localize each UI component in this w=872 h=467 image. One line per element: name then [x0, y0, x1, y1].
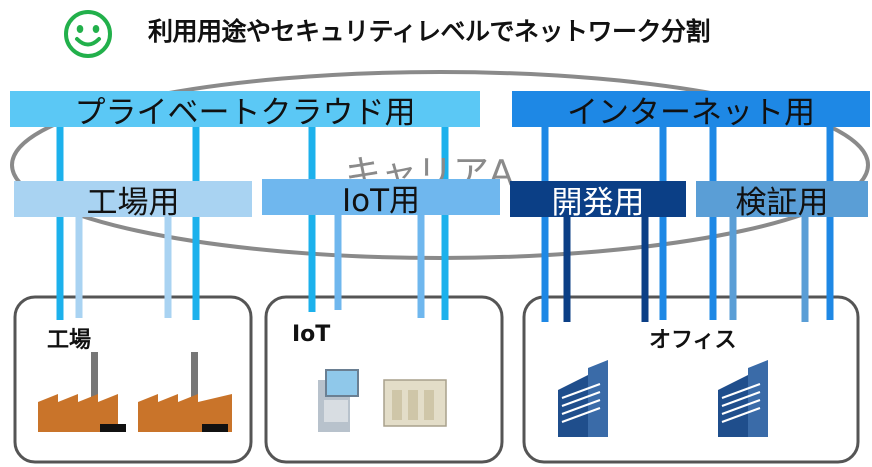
band-factory: 工場用	[14, 181, 252, 221]
site-label-iot: IoT	[292, 322, 331, 347]
internet-lines	[541, 120, 834, 322]
band-dev: 開発用	[510, 181, 686, 221]
office-building-icon	[718, 360, 768, 437]
band-private-cloud: プライベートクラウド用	[10, 91, 480, 131]
private-cloud-lines	[56, 120, 449, 320]
factory-icon	[138, 352, 232, 432]
band-internet: インターネット用	[512, 91, 870, 131]
page-title: 利用用途やセキュリティレベルでネットワーク分割	[148, 17, 711, 46]
factory-icon	[38, 352, 126, 432]
smiley-face-icon	[64, 10, 112, 58]
band-verification: 検証用	[696, 181, 868, 221]
band-internet-label: インターネット用	[567, 94, 815, 131]
site-box-iot	[264, 295, 504, 464]
factory-lines	[75, 210, 172, 318]
band-dev-label: 開発用	[551, 184, 645, 221]
site-label-factory: 工場	[47, 328, 92, 353]
iot-device-icon	[383, 379, 447, 427]
band-verification-label: 検証用	[735, 184, 829, 221]
office-building-icon	[558, 360, 608, 437]
band-iot: IoT用	[262, 179, 500, 219]
carrier-cloud	[10, 70, 870, 260]
verification-lines	[729, 210, 809, 322]
iot-device-icon	[318, 369, 359, 432]
band-iot-label: IoT用	[341, 182, 421, 219]
site-box-factory	[13, 295, 253, 464]
dev-lines	[563, 210, 649, 322]
iot-lines	[334, 210, 425, 318]
site-label-office: オフィス	[649, 328, 737, 353]
band-private-cloud-label: プライベートクラウド用	[74, 94, 416, 131]
site-box-office	[522, 295, 860, 464]
band-factory-label: 工場用	[86, 184, 180, 221]
